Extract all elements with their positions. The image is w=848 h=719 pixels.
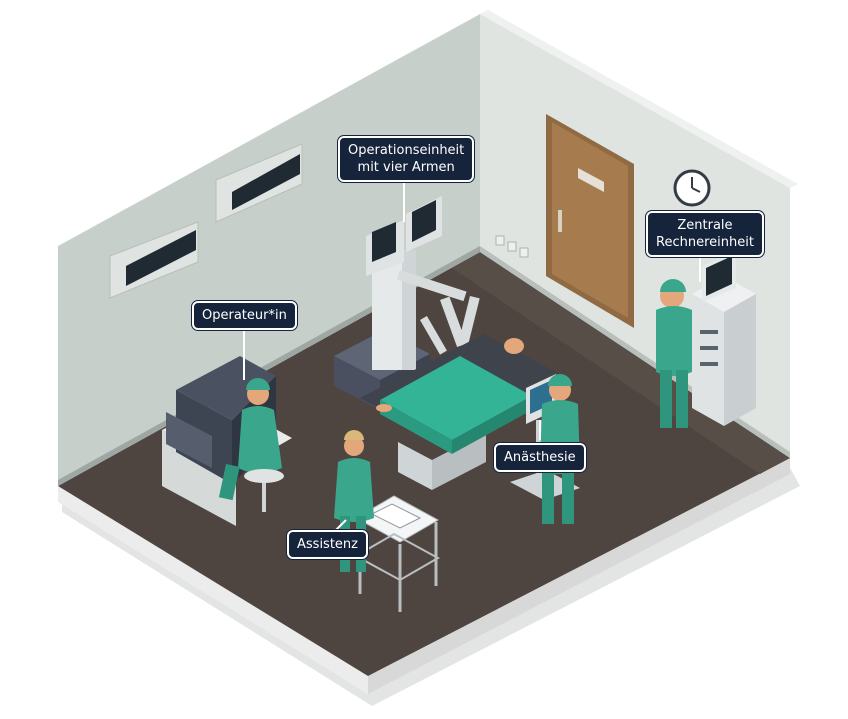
left-wall-top — [58, 10, 488, 246]
label-zentrale-line1: Zentrale — [677, 218, 733, 233]
clock-icon — [673, 169, 711, 207]
label-operateur-text: Operateur*in — [202, 308, 287, 323]
computer-cart-icon — [692, 250, 756, 426]
robot-tower-icon — [334, 196, 480, 410]
label-assistenz: Assistenz — [287, 530, 368, 559]
label-operationseinheit-line2: mit vier Armen — [357, 160, 455, 175]
floor-edge-left — [58, 486, 368, 694]
surgeon-figure — [218, 378, 284, 512]
label-operateur: Operateur*in — [192, 301, 297, 330]
label-anaesthesie-text: Anästhesie — [504, 450, 576, 465]
wall-sockets — [495, 235, 529, 258]
wall-monitor-icon — [109, 143, 303, 299]
door — [546, 114, 634, 328]
operating-table-icon — [360, 334, 556, 490]
instrument-trolley-icon — [353, 495, 441, 612]
label-operationseinheit: Operationseinheit mit vier Armen — [338, 136, 475, 182]
label-assistenz-text: Assistenz — [297, 537, 358, 552]
floor-highlight — [452, 252, 790, 474]
floor-edge-right — [368, 458, 790, 694]
label-operationseinheit-line1: Operationseinheit — [348, 143, 465, 158]
right-wall-top — [480, 10, 798, 188]
technician-figure — [656, 279, 692, 428]
leader-lines — [243, 180, 701, 531]
label-zentrale-line2: Rechnereinheit — [656, 235, 754, 250]
left-wall — [58, 14, 480, 486]
label-anaesthesie: Anästhesie — [494, 443, 586, 472]
label-zentrale-rechnereinheit: Zentrale Rechnereinheit — [646, 211, 764, 257]
